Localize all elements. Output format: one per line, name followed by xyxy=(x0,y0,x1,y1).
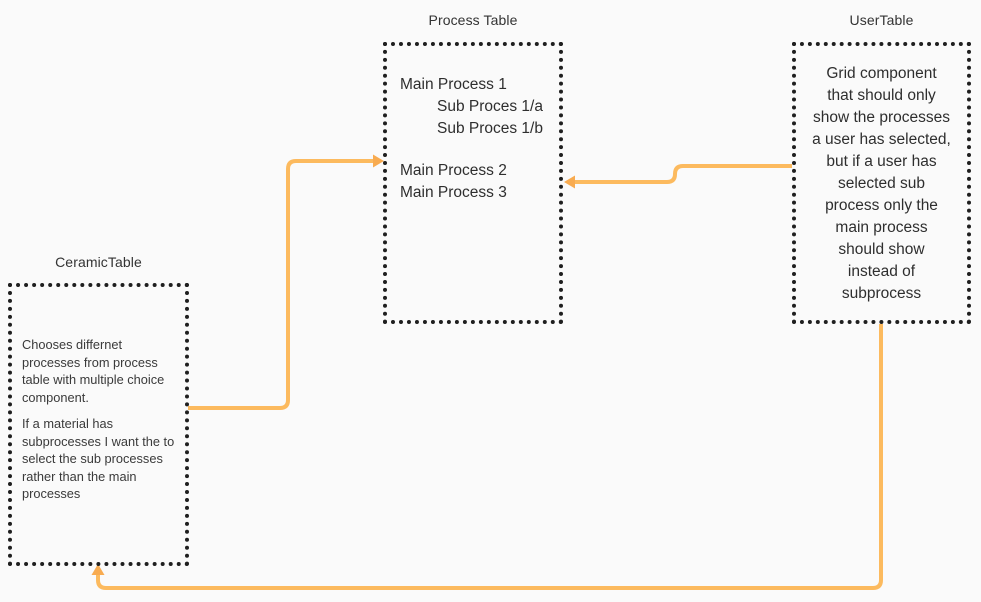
process-item-main-1: Main Process 1 xyxy=(400,76,507,93)
connector-user-to-process[interactable] xyxy=(574,164,792,184)
node-user-table[interactable]: Grid component that should only show the… xyxy=(792,42,971,324)
ceramic-table-paragraph-1: Chooses differnet processes from process… xyxy=(22,337,165,405)
user-table-description: Grid component that should only show the… xyxy=(812,65,951,302)
process-item-main-2: Main Process 2 xyxy=(400,162,507,179)
connector-user-to-ceramic[interactable] xyxy=(96,324,883,590)
node-ceramic-table[interactable]: Chooses differnet processes from process… xyxy=(8,283,189,566)
process-item-sub-1a: Sub Proces 1/a xyxy=(437,98,543,115)
node-process-table[interactable]: Main Process 1 Sub Proces 1/a Sub Proces… xyxy=(383,42,563,324)
connector-ceramic-to-process[interactable] xyxy=(188,159,374,410)
node-title-ceramic-table: CeramicTable xyxy=(55,254,142,270)
node-title-process-table: Process Table xyxy=(428,12,518,28)
process-item-main-3: Main Process 3 xyxy=(400,184,507,201)
node-title-user-table: UserTable xyxy=(849,12,914,28)
arrowhead-into-process-right-icon xyxy=(564,175,575,189)
ceramic-table-paragraph-2: If a material has subprocesses I want th… xyxy=(22,416,175,501)
process-item-sub-1b: Sub Proces 1/b xyxy=(437,120,543,137)
